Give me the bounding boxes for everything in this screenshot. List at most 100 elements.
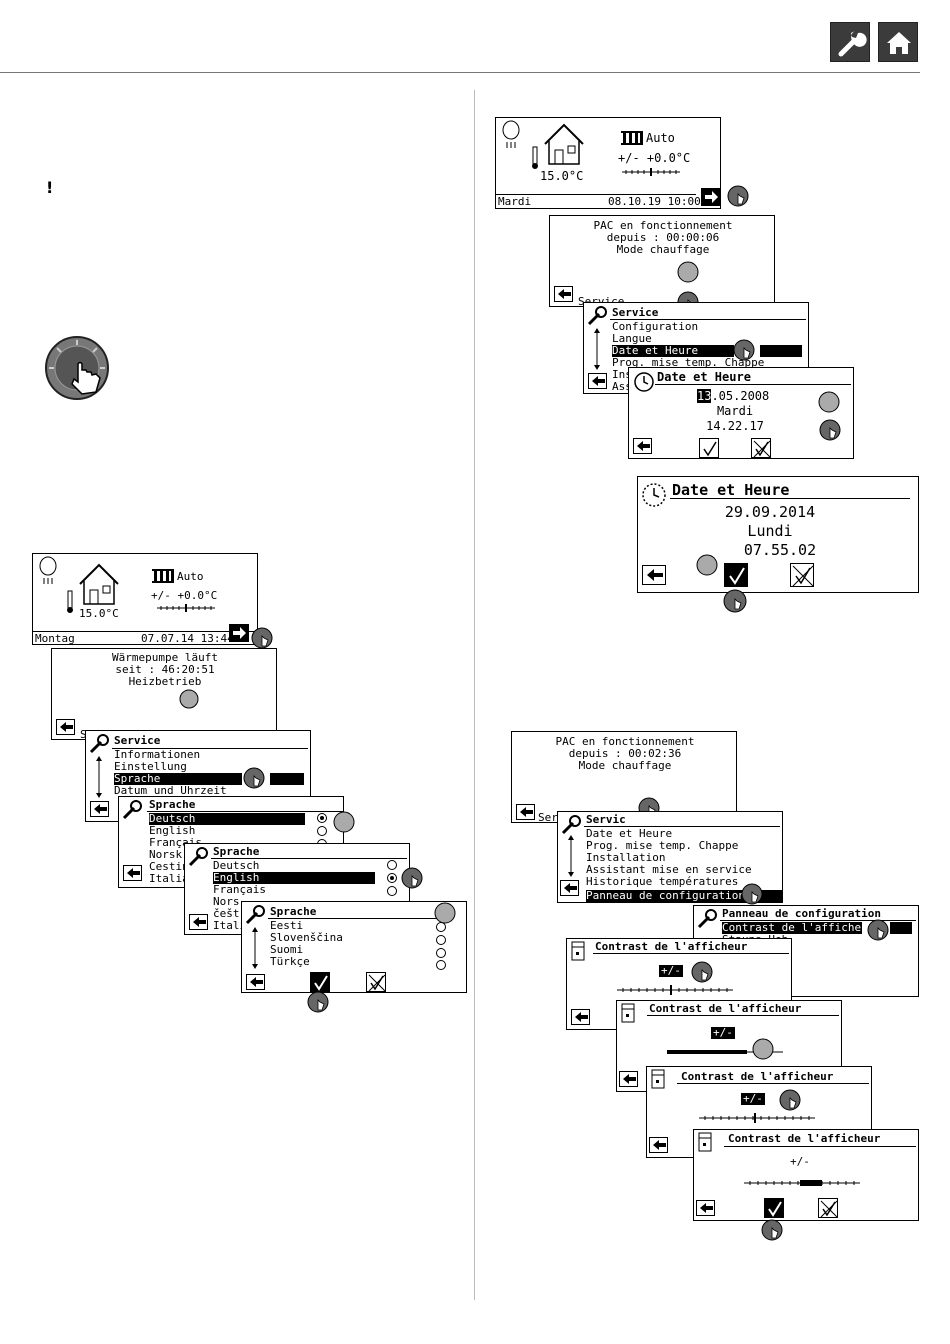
contrast-title: Contrast de l'afficheur <box>681 1070 834 1083</box>
back-button[interactable] <box>56 719 75 735</box>
confirm-button[interactable] <box>310 972 330 992</box>
menu-item[interactable]: Installation <box>586 851 666 864</box>
knob-press-icon <box>691 961 713 983</box>
confirm-button[interactable] <box>724 563 748 587</box>
back-button[interactable] <box>516 804 535 820</box>
contrast-slider[interactable] <box>699 1113 815 1123</box>
confirm-button[interactable] <box>764 1198 784 1218</box>
language-option[interactable]: Norsk <box>149 848 183 861</box>
radio[interactable] <box>436 935 446 945</box>
back-button[interactable] <box>649 1137 668 1153</box>
menu-item[interactable]: Prog. mise temp. Chappe <box>612 356 765 369</box>
menu-item-selected[interactable]: Date et Heure <box>612 345 734 357</box>
menu-item[interactable]: Ass <box>612 380 632 393</box>
cancel-button[interactable] <box>751 438 771 458</box>
scroll-bar[interactable] <box>250 926 260 970</box>
confirm-button[interactable] <box>699 438 719 458</box>
scroll-bar[interactable] <box>94 755 104 799</box>
back-button[interactable] <box>189 914 208 930</box>
language-option[interactable]: Suomi <box>270 943 304 956</box>
arrow-left-icon <box>193 917 206 927</box>
contrast-title: Contrast de l'afficheur <box>649 1002 802 1015</box>
date-rest: .05.2008 <box>711 389 770 403</box>
menu-item[interactable]: Configuration <box>612 320 699 333</box>
forward-button[interactable] <box>701 188 721 206</box>
menu-item-selected[interactable]: Panneau de configuration <box>586 890 782 902</box>
language-option[interactable]: Français <box>213 883 266 896</box>
right-info-screen: PAC en fonctionnement depuis : 00:00:06 … <box>549 215 775 307</box>
back-button[interactable] <box>554 286 573 302</box>
back-button[interactable] <box>123 865 142 881</box>
contrast-slider[interactable] <box>744 1178 860 1188</box>
tools-button[interactable] <box>830 22 870 62</box>
language-option[interactable]: češt <box>213 907 240 920</box>
weekday: Mardi <box>716 404 754 418</box>
weekday: Mardi <box>498 195 532 208</box>
back-button[interactable] <box>642 565 666 585</box>
cancel-button[interactable] <box>366 972 386 992</box>
outside-temp: 15.0°C <box>79 607 119 620</box>
radio-selected[interactable] <box>317 813 327 823</box>
back-button[interactable] <box>619 1071 638 1087</box>
check-icon <box>314 975 328 991</box>
temp-offset: +/- +0.0°C <box>151 589 218 602</box>
language-option[interactable]: Nors <box>213 895 240 908</box>
back-button[interactable] <box>571 1009 590 1025</box>
language-option[interactable]: Deutsch <box>213 859 260 872</box>
language-option[interactable]: Slovenščina <box>270 931 343 944</box>
radio[interactable] <box>317 826 327 836</box>
wrench-icon <box>697 909 717 929</box>
service-cut: Service <box>578 295 625 307</box>
menu-item-selected[interactable]: Contrast de l'afficheur <box>722 921 875 934</box>
back-button[interactable] <box>696 1200 715 1216</box>
left-main-screen: 15.0°C Auto +/- +0.0°C Montag 07.07.14 1… <box>32 553 258 645</box>
menu-item[interactable]: Informationen <box>114 748 201 761</box>
cancel-button[interactable] <box>818 1198 838 1218</box>
arrow-left-icon <box>700 1203 713 1213</box>
menu-item[interactable]: Einstellung <box>114 760 187 773</box>
menu-item[interactable]: Assistant mise en service <box>586 863 752 876</box>
language-option[interactable]: English <box>149 824 196 837</box>
menu-item[interactable]: Date et Heure <box>586 827 673 840</box>
language-title: Sprache <box>149 798 196 811</box>
language-option[interactable]: Cestin <box>149 860 189 873</box>
contrast-value[interactable]: +/- <box>790 1155 810 1168</box>
contrast-value-selected[interactable]: +/- <box>659 964 683 977</box>
day-field-selected[interactable]: 13 <box>697 389 712 403</box>
language-option[interactable]: Eesti <box>270 919 304 932</box>
language-option-selected[interactable]: English <box>213 872 375 884</box>
contrast-value-selected[interactable]: +/- <box>741 1092 765 1105</box>
language-option-selected[interactable]: Deutsch <box>149 813 305 825</box>
radio-selected[interactable] <box>387 873 397 883</box>
radio[interactable] <box>436 948 446 958</box>
radio[interactable] <box>436 960 446 970</box>
radiator-icon <box>152 569 174 583</box>
radio[interactable] <box>387 860 397 870</box>
radio[interactable] <box>387 886 397 896</box>
cancel-button[interactable] <box>790 563 814 587</box>
contrast-value-selected[interactable]: +/- <box>711 1026 735 1039</box>
home-button[interactable] <box>878 22 918 62</box>
scroll-bar[interactable] <box>566 834 576 878</box>
offset-scale <box>157 604 215 612</box>
menu-item[interactable]: Langue <box>612 332 652 345</box>
menu-item[interactable]: Datum und Uhrzeit <box>114 784 227 797</box>
language-option[interactable]: Türkçe <box>270 955 310 968</box>
back-button[interactable] <box>90 801 109 817</box>
menu-item[interactable]: Ins <box>612 368 632 381</box>
knob-rotate-icon <box>677 261 699 283</box>
back-button[interactable] <box>633 438 652 454</box>
back-button[interactable] <box>246 974 265 990</box>
date-field[interactable]: 13.05.2008 <box>697 389 770 403</box>
menu-item[interactable]: Prog. mise temp. Chappe <box>586 839 739 852</box>
language-option[interactable]: Italiar <box>149 872 196 885</box>
back-button[interactable] <box>588 373 607 389</box>
back-button[interactable] <box>560 880 579 896</box>
contrast-slider[interactable] <box>617 985 733 995</box>
scroll-bar[interactable] <box>592 327 602 371</box>
menu-item[interactable]: Historique températures <box>586 875 739 888</box>
menu-item-selected[interactable]: Sprache <box>114 773 242 785</box>
knob-press-icon <box>727 185 749 207</box>
forward-button[interactable] <box>229 624 249 642</box>
time: 14.22.17 <box>706 419 764 433</box>
